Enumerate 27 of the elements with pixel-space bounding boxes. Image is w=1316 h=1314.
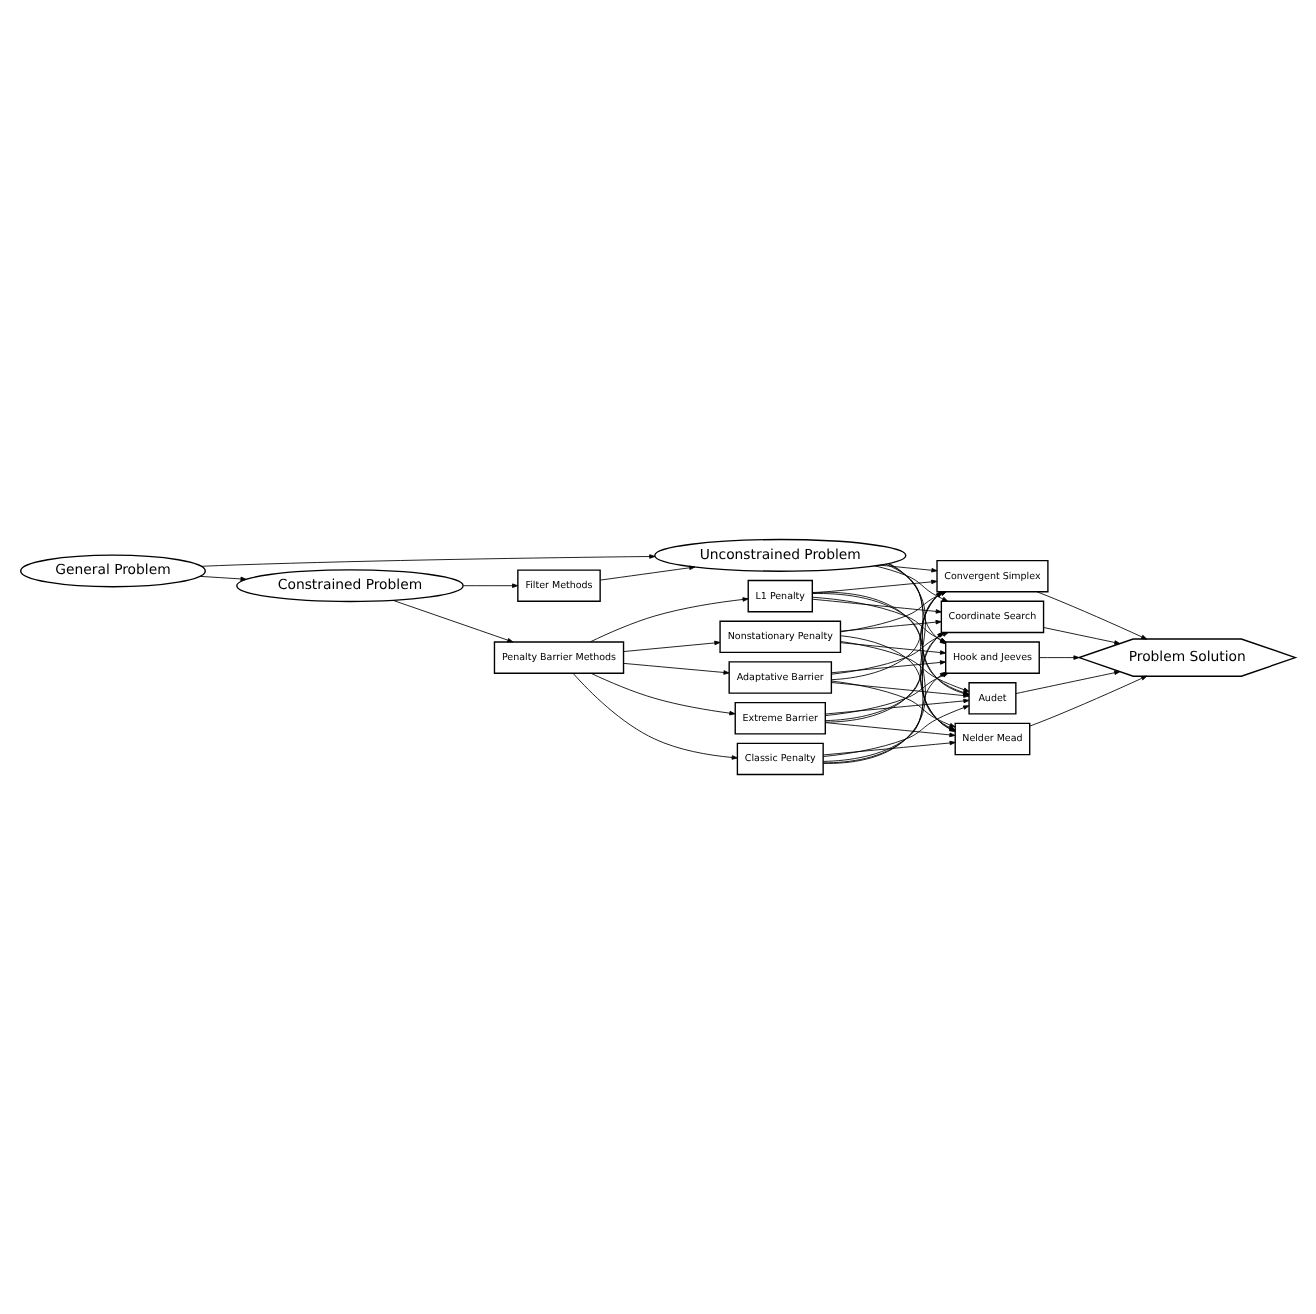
arrow: [589, 597, 749, 643]
arrow: [201, 554, 656, 567]
arrow: [623, 640, 721, 652]
arrow: [879, 564, 938, 573]
arrow: [840, 641, 970, 692]
arrow: [1038, 655, 1080, 660]
arrow: [840, 619, 942, 632]
arrow: [822, 740, 956, 756]
arrow: [822, 671, 946, 762]
arrow: [825, 698, 970, 715]
arrow: [623, 662, 730, 675]
arrow: [1043, 627, 1121, 645]
arrow: [590, 672, 736, 716]
arrow: [812, 598, 942, 614]
arrow: [831, 660, 946, 674]
arrow: [1029, 675, 1148, 727]
arrow: [463, 583, 519, 588]
arrow: [392, 600, 514, 643]
arrow: [1015, 670, 1121, 694]
arrow: [599, 565, 696, 581]
arrow: [822, 705, 970, 757]
arrow: [812, 579, 938, 594]
arrow: [1036, 591, 1148, 640]
arrow: [840, 642, 947, 655]
arrow: [199, 575, 247, 582]
arrow: [572, 672, 738, 760]
arrow: [831, 680, 956, 728]
